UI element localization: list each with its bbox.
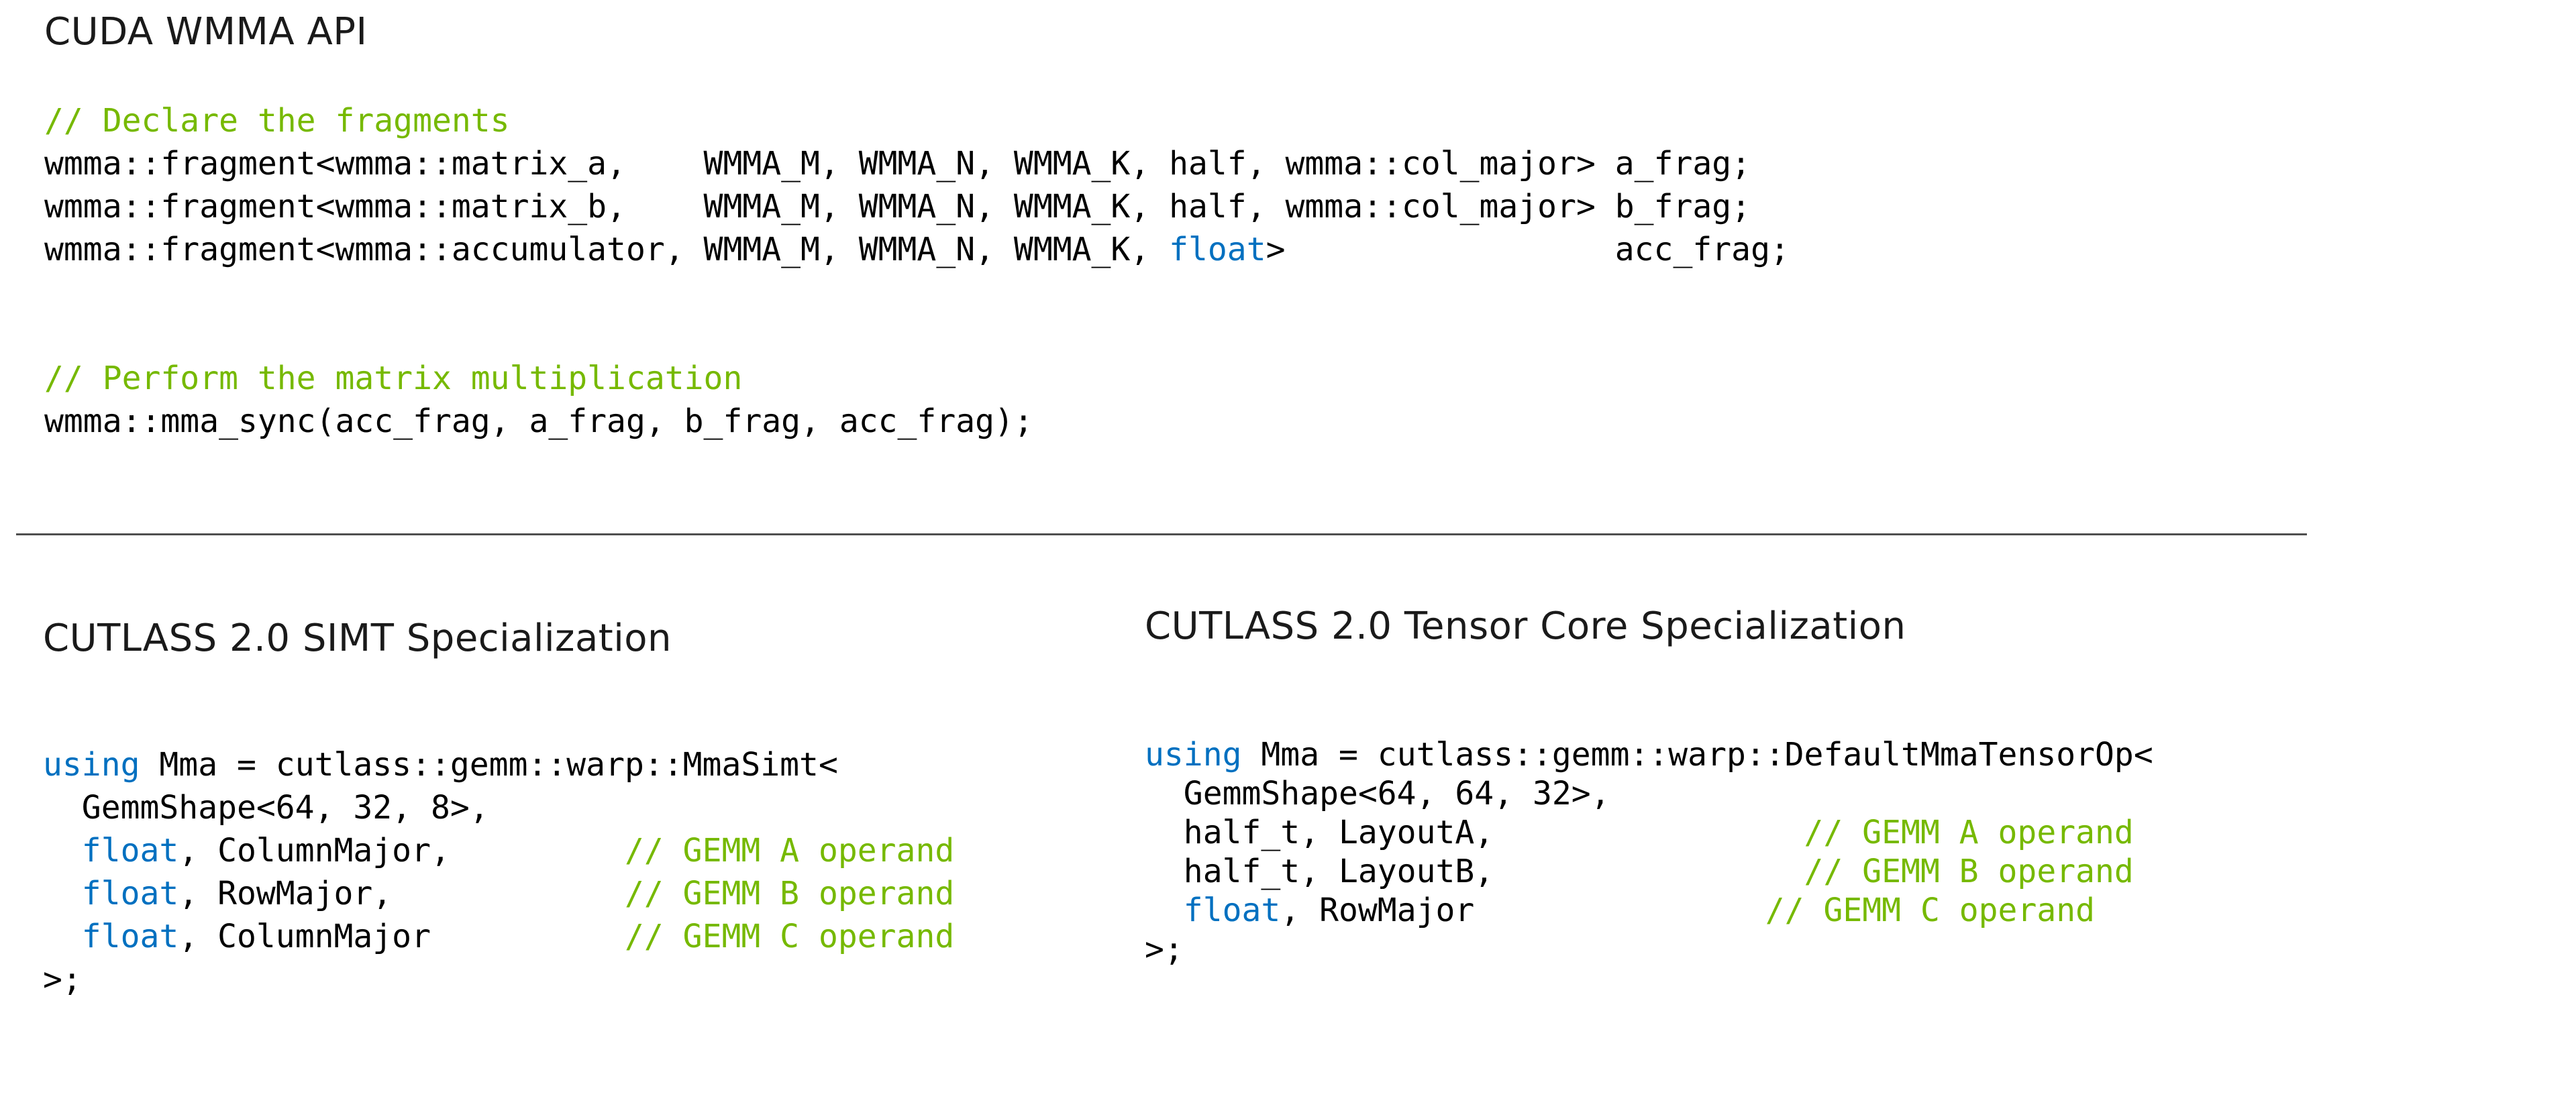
- simt-code-block: using Mma = cutlass::gemm::warp::MmaSimt…: [43, 746, 955, 998]
- tensor-core-code-block: using Mma = cutlass::gemm::warp::Default…: [1145, 736, 2153, 968]
- simt-specialization-title: CUTLASS 2.0 SIMT Specialization: [43, 617, 672, 660]
- wmma-api-title: CUDA WMMA API: [44, 10, 368, 54]
- horizontal-divider: [16, 533, 2307, 535]
- tensor-core-specialization-title: CUTLASS 2.0 Tensor Core Specialization: [1145, 604, 1906, 648]
